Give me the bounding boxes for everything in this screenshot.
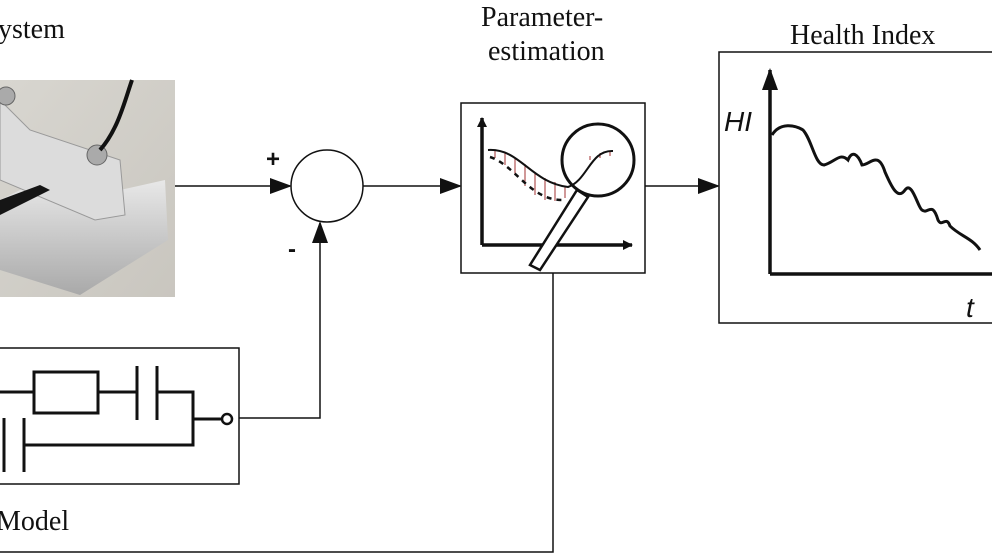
- summing-junction: [290, 149, 364, 223]
- resistor-symbol: [32, 370, 100, 415]
- model-label: Model: [0, 506, 70, 537]
- plus-sign: +: [266, 146, 281, 173]
- minus-sign: -: [288, 236, 296, 263]
- health-index-label: Health Index: [790, 20, 936, 51]
- health-index-block: [718, 51, 992, 324]
- parameter-estimation-block: [460, 102, 646, 274]
- t-axis-label: t: [966, 292, 974, 323]
- feedback-line: [0, 273, 554, 553]
- model-to-sum-arrow: [239, 221, 328, 419]
- residual-hatch: [494, 150, 611, 201]
- system-label: ystem: [0, 14, 65, 45]
- parameter-estimation-label-1: Parameter-: [481, 2, 604, 33]
- system-photo: [0, 79, 175, 297]
- output-terminal: [220, 412, 234, 426]
- parameter-estimation-label-2: estimation: [488, 36, 605, 67]
- hi-axis-label: HI: [724, 106, 752, 137]
- model-block: [0, 347, 240, 485]
- magnifier-icon: [560, 122, 636, 198]
- health-index-curve: [770, 124, 982, 251]
